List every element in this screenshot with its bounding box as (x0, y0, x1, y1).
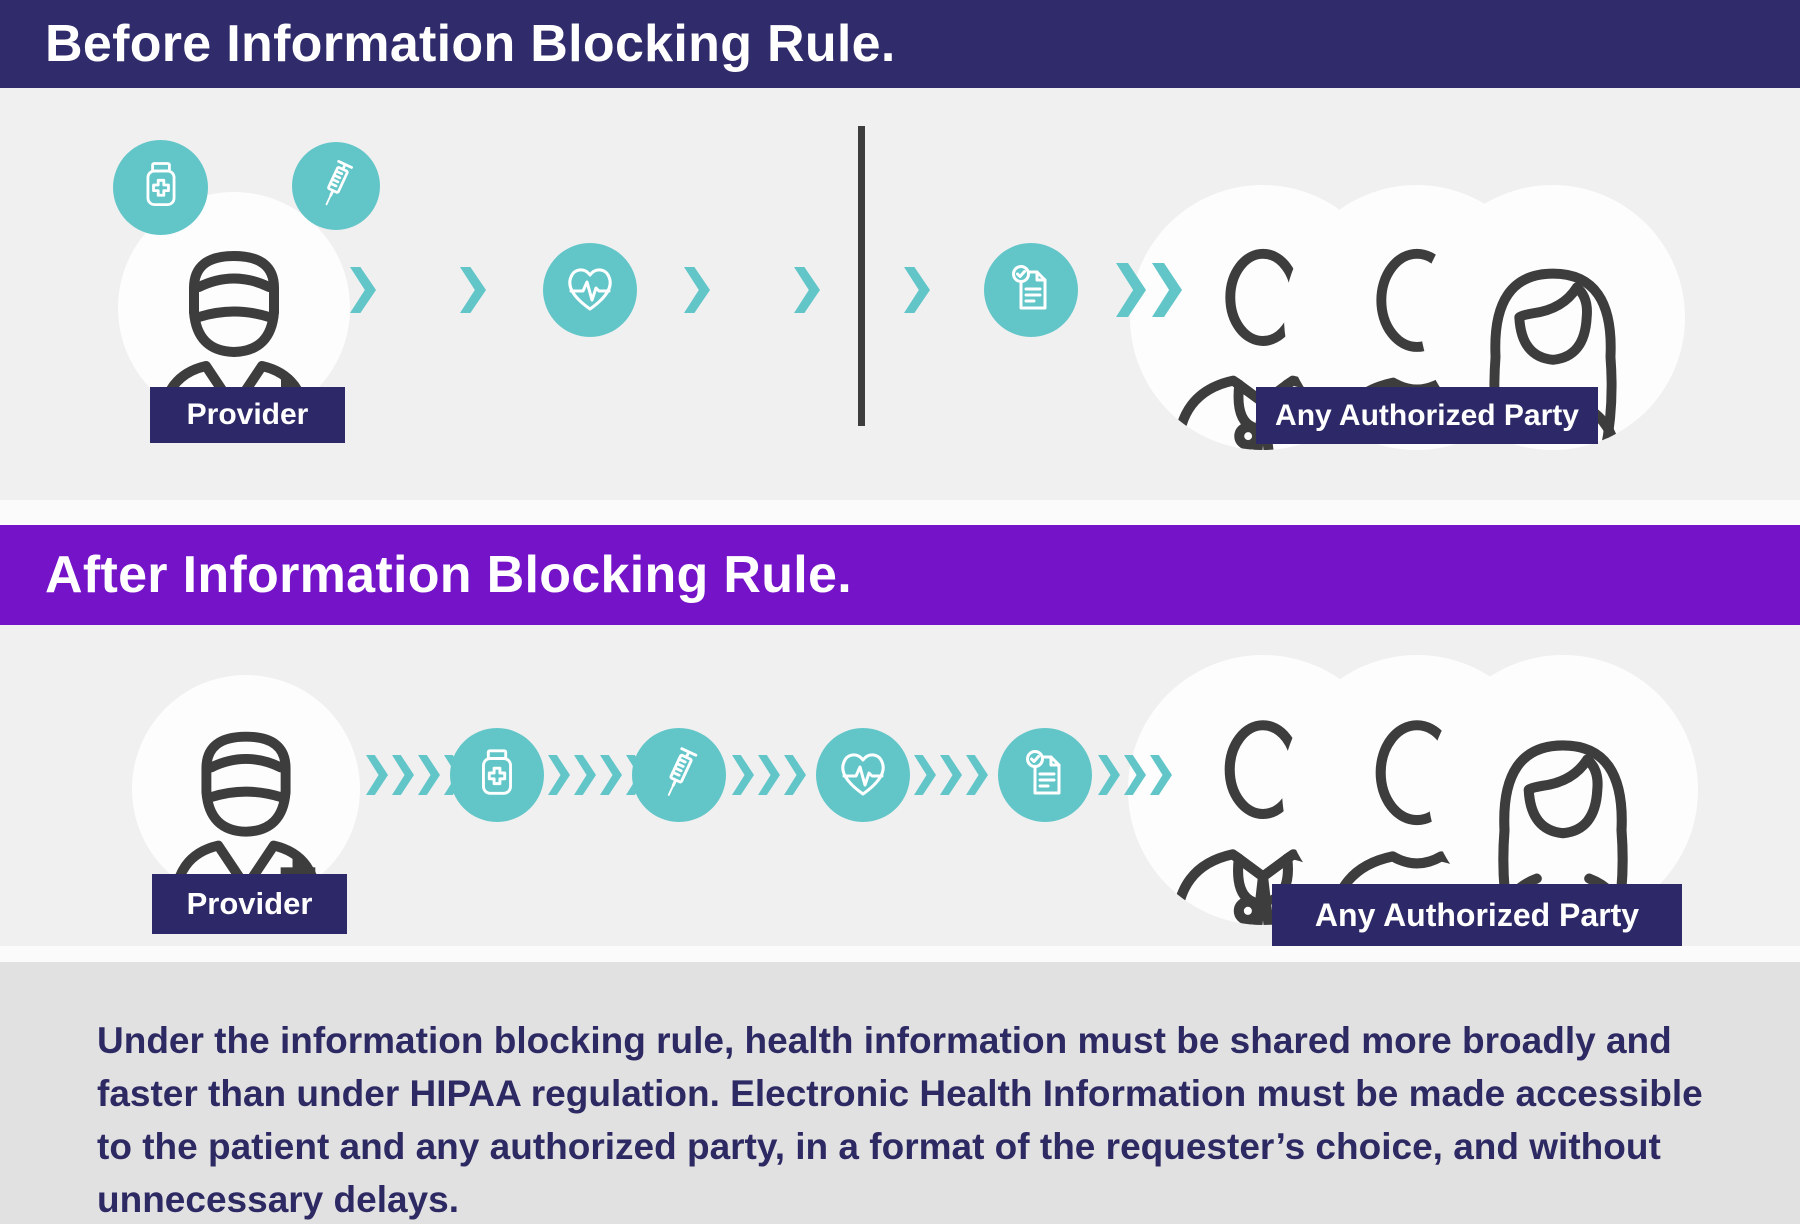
before-title: Before Information Blocking Rule. (45, 15, 896, 73)
chevron-icon (794, 267, 820, 313)
blocking-line (858, 126, 865, 426)
provider-icon (147, 699, 345, 903)
chevron-icon (460, 267, 486, 313)
pill-bottle-glyph (133, 157, 189, 218)
syringe-glyph (650, 744, 708, 807)
footnote-line: unnecessary delays. (97, 1179, 459, 1220)
woman-avatar-circle (1428, 655, 1698, 925)
after-title: After Information Blocking Rule. (45, 546, 852, 604)
pill-bottle-icon (113, 140, 208, 235)
provider-avatar-circle (132, 675, 360, 903)
syringe-icon (292, 142, 380, 230)
footnote-line: to the patient and any authorized party,… (97, 1126, 1661, 1167)
chevron-icon (684, 267, 710, 313)
authorized-party-label: Any Authorized Party (1272, 884, 1682, 946)
pill-bottle-glyph (468, 744, 526, 807)
syringe-glyph (309, 157, 363, 216)
syringe-icon (632, 728, 726, 822)
document-check-glyph (1015, 743, 1075, 808)
chevron-group-icon (732, 755, 806, 795)
document-check-icon (998, 728, 1092, 822)
pill-bottle-icon (450, 728, 544, 822)
chevron-icon (904, 267, 930, 313)
before-header-band: Before Information Blocking Rule. (0, 0, 1800, 88)
document-check-glyph (1001, 258, 1061, 323)
document-check-icon (984, 243, 1078, 337)
provider-label: Provider (150, 387, 345, 443)
before-section: Provider (0, 88, 1800, 500)
heartbeat-glyph (560, 258, 620, 323)
chevron-group-icon (1098, 755, 1172, 795)
chevron-group-icon (548, 755, 648, 795)
chevron-group-icon (914, 755, 988, 795)
footnote-line: Under the information blocking rule, hea… (97, 1020, 1672, 1061)
divider-band (0, 500, 1800, 525)
chevron-icon (350, 267, 376, 313)
heartbeat-icon (816, 728, 910, 822)
authorized-party-label: Any Authorized Party (1256, 387, 1598, 444)
footnote-line: faster than under HIPAA regulation. Elec… (97, 1073, 1703, 1114)
footnote-band: Under the information blocking rule, hea… (0, 962, 1800, 1224)
double-chevron-icon (1116, 263, 1182, 317)
heartbeat-glyph (833, 743, 893, 808)
after-section: Provider (0, 625, 1800, 946)
after-header-band: After Information Blocking Rule. (0, 525, 1800, 625)
divider-band (0, 946, 1800, 962)
heartbeat-icon (543, 243, 637, 337)
provider-label: Provider (152, 874, 347, 934)
